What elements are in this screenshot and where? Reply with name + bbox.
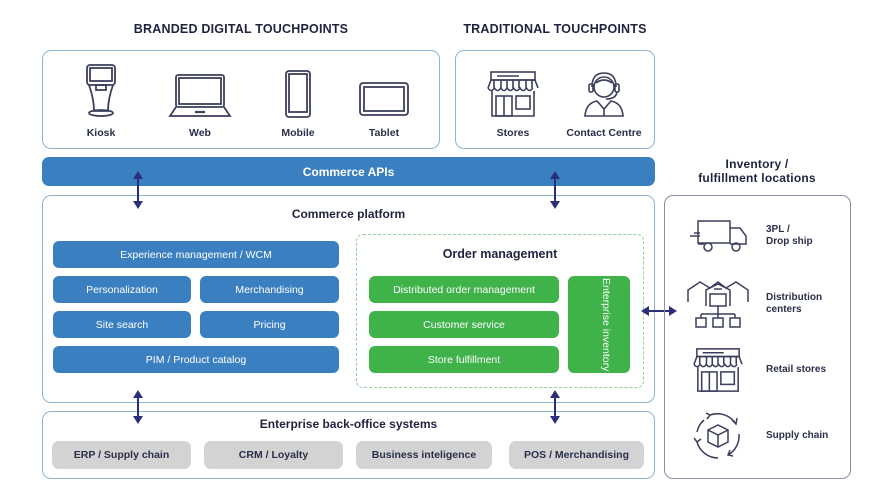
back-office-pos: POS / Merchandising — [509, 441, 644, 469]
branded-touchpoints-panel: Kiosk Web Mobile Tablet — [42, 50, 440, 149]
back-office-crm: CRM / Loyalty — [204, 441, 343, 469]
location-3pl: 3PL / Drop ship — [682, 218, 813, 254]
touchpoint-label: Kiosk — [86, 127, 116, 139]
mobile-icon — [258, 63, 338, 119]
traditional-touchpoints-heading: TRADITIONAL TOUCHPOINTS — [463, 22, 647, 36]
touchpoint-tablet: Tablet — [344, 63, 424, 139]
module-enterprise-inventory: Enterprise inventory — [568, 276, 630, 373]
touchpoint-label: Stores — [496, 127, 530, 139]
laptop-icon — [160, 63, 240, 119]
order-management-title: Order management — [442, 247, 558, 261]
location-distribution-centers: Distribution centers — [682, 278, 822, 330]
module-distributed-order-management: Distributed order management — [369, 276, 559, 303]
commerce-apis-bar: Commerce APIs — [42, 157, 655, 186]
touchpoint-label: Mobile — [281, 127, 315, 139]
touchpoint-stores: Stores — [473, 63, 553, 139]
location-supply-chain: Supply chain — [682, 410, 828, 462]
platform-backoffice-arrow-right — [550, 390, 560, 424]
inventory-locations-arrow — [641, 306, 677, 316]
inventory-locations-heading: Inventory / fulfillment locations — [698, 157, 816, 185]
module-experience-management: Experience management / WCM — [53, 241, 339, 268]
location-label: Retail stores — [766, 364, 827, 375]
location-retail-stores: Retail stores — [682, 346, 826, 394]
touchpoint-label: Tablet — [368, 127, 400, 139]
location-label: 3PL / Drop ship — [766, 224, 813, 247]
back-office-erp: ERP / Supply chain — [52, 441, 191, 469]
traditional-touchpoints-panel: Stores Contact Centre — [455, 50, 655, 149]
branded-touchpoints-heading: BRANDED DIGITAL TOUCHPOINTS — [133, 22, 349, 36]
tablet-icon — [344, 63, 424, 119]
box-cycle-icon — [682, 410, 754, 462]
module-merchandising: Merchandising — [200, 276, 339, 303]
warehouse-icon — [682, 278, 754, 330]
storefront-icon — [682, 346, 754, 394]
module-site-search: Site search — [53, 311, 191, 338]
module-pim-product-catalog: PIM / Product catalog — [53, 346, 339, 373]
module-personalization: Personalization — [53, 276, 191, 303]
commerce-platform-title: Commerce platform — [291, 207, 406, 221]
location-label: Distribution centers — [766, 292, 823, 315]
platform-backoffice-arrow-left — [133, 390, 143, 424]
api-platform-arrow-right — [550, 171, 560, 209]
storefront-icon — [473, 63, 553, 119]
back-office-bi: Business inteligence — [356, 441, 492, 469]
kiosk-icon — [61, 63, 141, 119]
module-customer-service: Customer service — [369, 311, 559, 338]
location-label: Supply chain — [766, 430, 829, 441]
headset-agent-icon — [559, 63, 649, 119]
module-store-fulfillment: Store fulfillment — [369, 346, 559, 373]
back-office-title: Enterprise back-office systems — [259, 417, 438, 431]
touchpoint-web: Web — [160, 63, 240, 139]
inventory-locations-panel — [664, 195, 851, 479]
truck-icon — [682, 218, 754, 254]
touchpoint-contact-centre: Contact Centre — [559, 63, 649, 139]
touchpoint-label: Web — [189, 127, 211, 139]
touchpoint-label: Contact Centre — [566, 127, 642, 139]
api-platform-arrow-left — [133, 171, 143, 209]
touchpoint-mobile: Mobile — [258, 63, 338, 139]
module-pricing: Pricing — [200, 311, 339, 338]
enterprise-inventory-label: Enterprise inventory — [600, 277, 612, 372]
touchpoint-kiosk: Kiosk — [61, 63, 141, 139]
